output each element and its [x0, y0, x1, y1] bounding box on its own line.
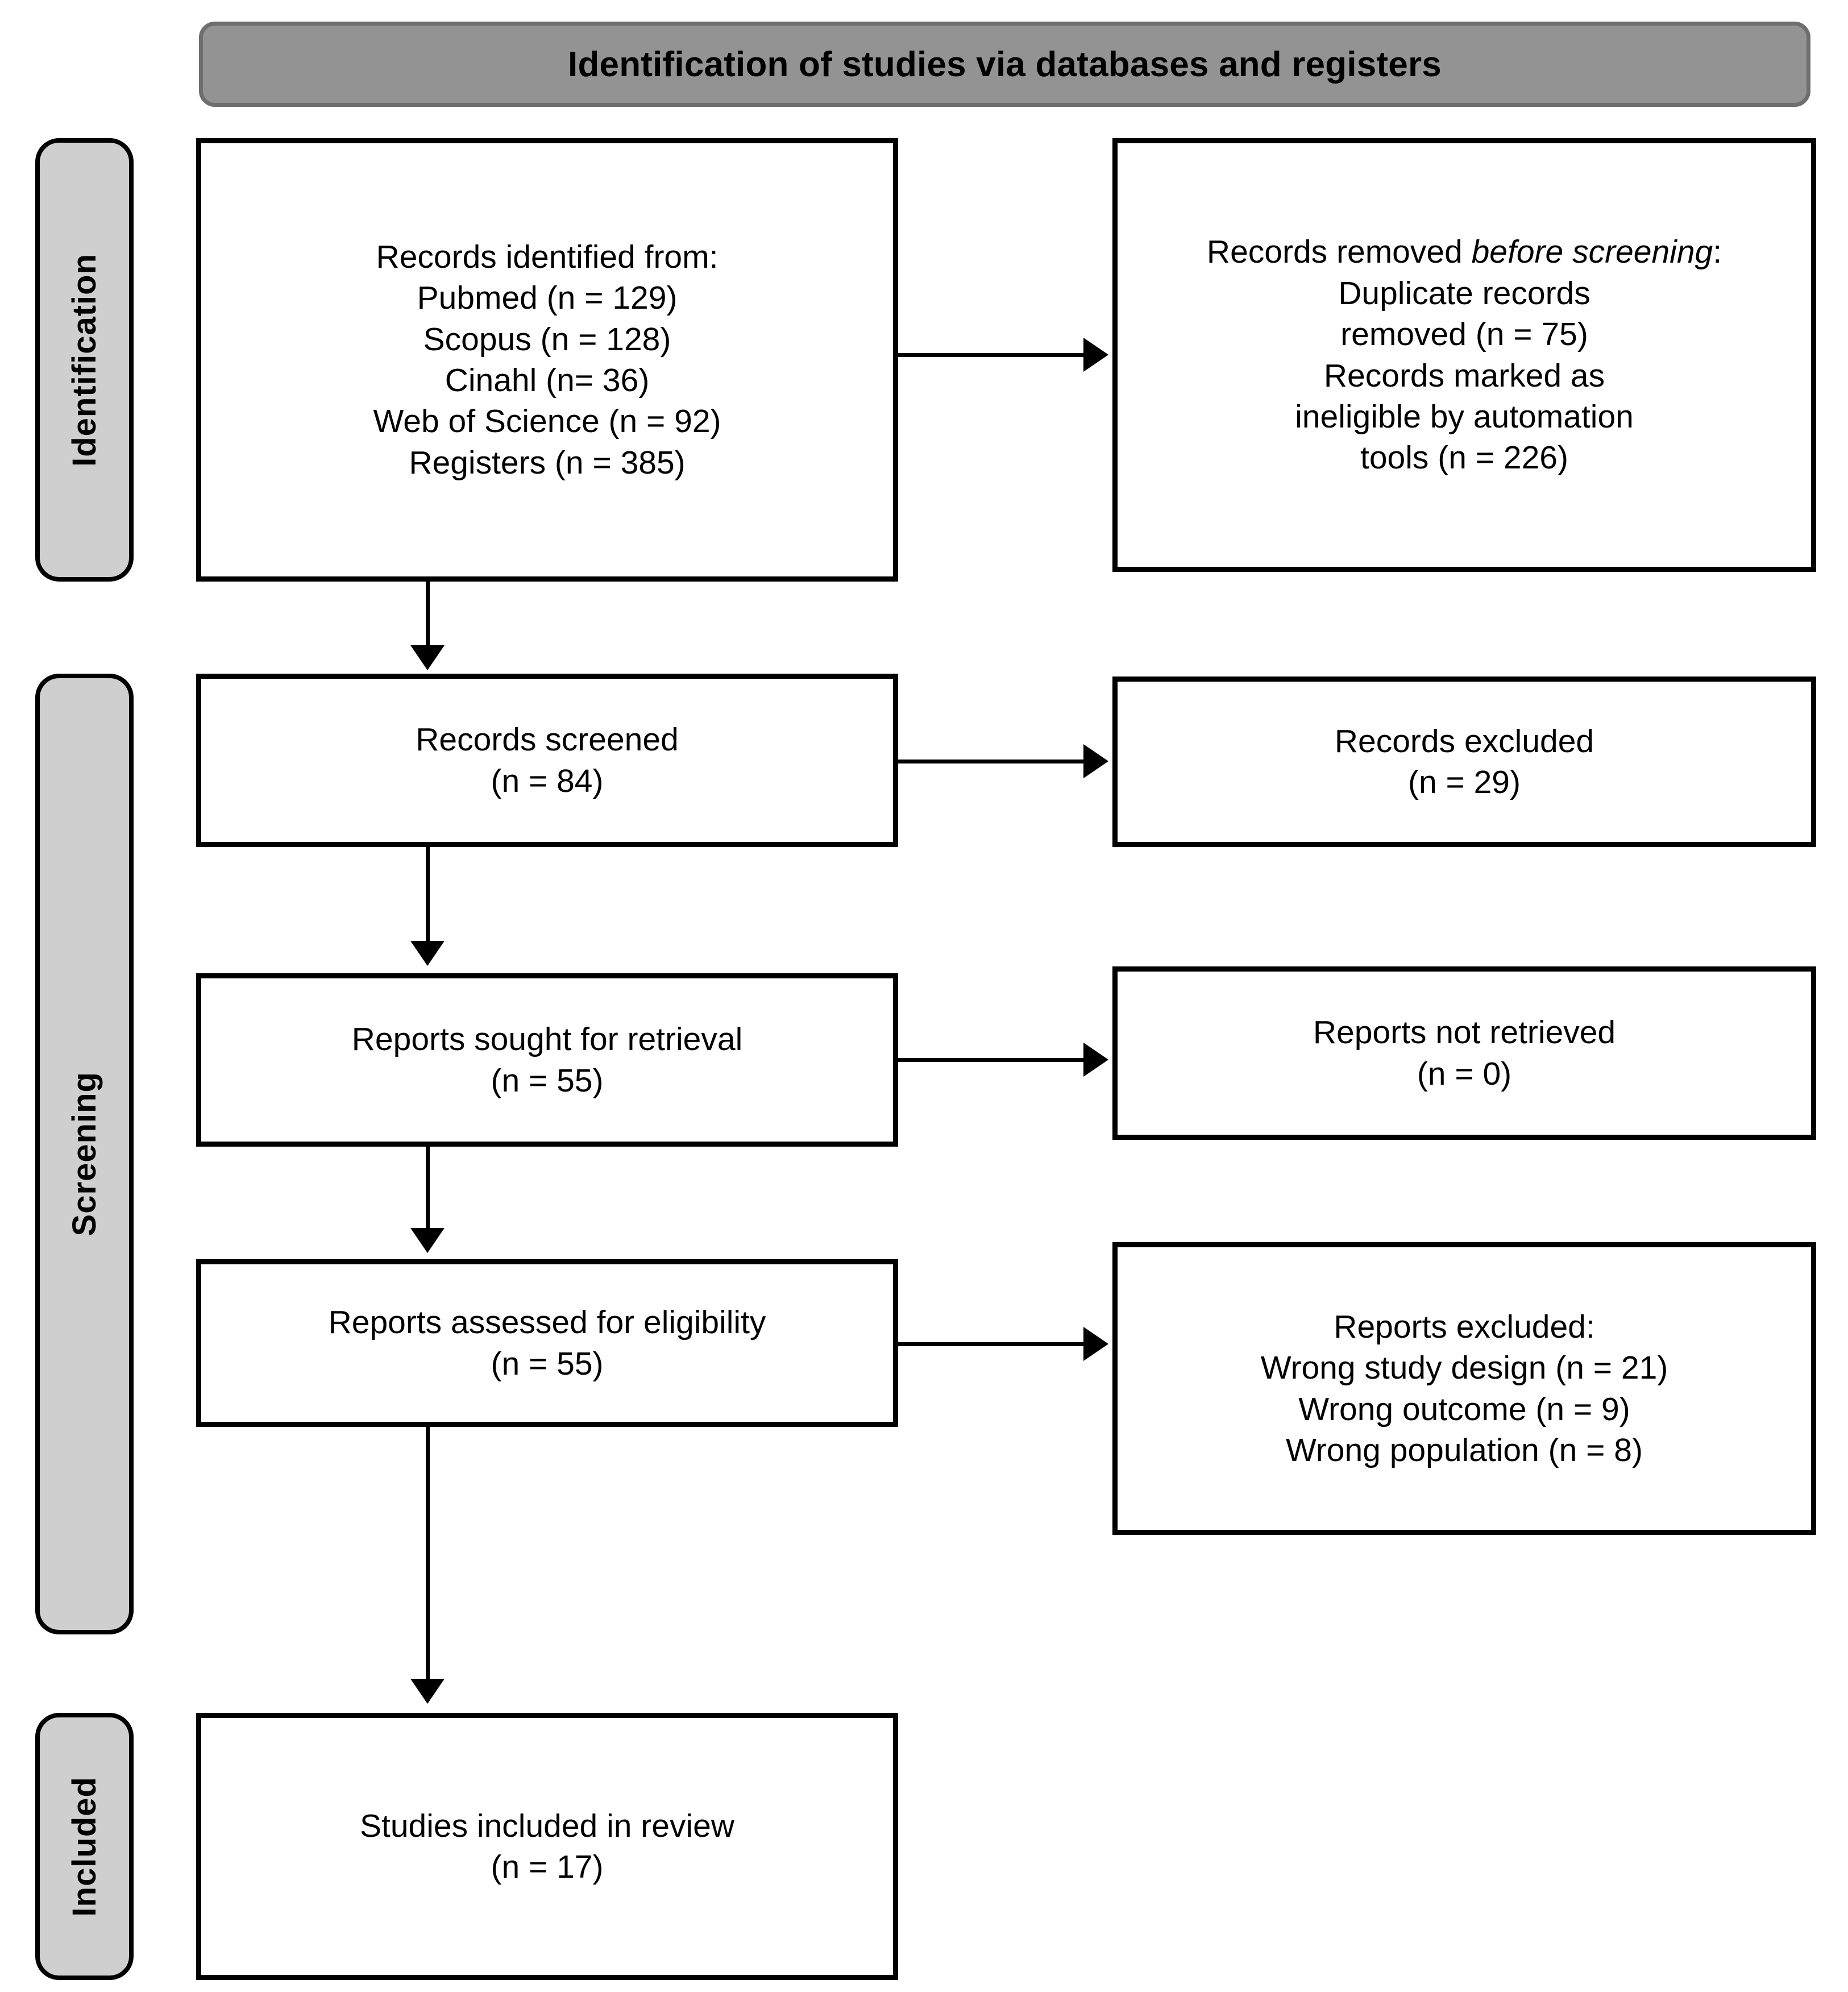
connector-identified-to-removed [898, 353, 1086, 357]
stage-label-identification-text: Identification [66, 253, 103, 467]
box-reports-sought: Reports sought for retrieval (n = 55) [196, 973, 898, 1147]
box-records-removed: Records removed before screening: Duplic… [1112, 138, 1816, 572]
box-records-removed-text: Records removed before screening: Duplic… [1207, 231, 1722, 478]
arrow-right-icon-sought-to-not-retrieved [1083, 1043, 1108, 1077]
connector-identified-to-screened [426, 582, 430, 648]
records-removed-heading-prefix: Records removed [1206, 234, 1472, 271]
connector-screened-to-sought [426, 847, 430, 942]
connector-sought-to-assessed [426, 1147, 430, 1229]
stage-label-screening-text: Screening [66, 1072, 103, 1236]
stage-label-screening: Screening [35, 674, 134, 1634]
stage-label-included-text: Included [66, 1776, 103, 1917]
box-reports-assessed-text: Reports assessed for eligibility (n = 55… [328, 1304, 766, 1382]
connector-screened-to-excluded [898, 760, 1086, 763]
stage-label-identification: Identification [35, 138, 134, 582]
box-records-screened-text: Records screened (n = 84) [416, 721, 679, 799]
box-reports-not-retrieved: Reports not retrieved (n = 0) [1112, 966, 1816, 1140]
arrow-down-icon-identified-to-screened [410, 645, 445, 670]
records-removed-heading-suffix: : [1713, 234, 1722, 271]
box-records-identified: Records identified from: Pubmed (n = 129… [196, 138, 898, 582]
arrow-down-icon-assessed-to-included [410, 1679, 445, 1704]
box-reports-excluded: Reports excluded: Wrong study design (n … [1112, 1242, 1816, 1535]
box-reports-not-retrieved-text: Reports not retrieved (n = 0) [1313, 1014, 1616, 1092]
box-reports-assessed: Reports assessed for eligibility (n = 55… [196, 1259, 898, 1427]
arrow-right-icon-identified-to-removed [1083, 338, 1108, 372]
diagram-header-banner: Identification of studies via databases … [199, 22, 1810, 107]
stage-label-included: Included [35, 1713, 134, 1980]
records-removed-body: Duplicate records removed (n = 75) Recor… [1295, 275, 1634, 476]
box-records-screened: Records screened (n = 84) [196, 674, 898, 847]
arrow-down-icon-screened-to-sought [410, 941, 445, 966]
connector-assessed-to-included [426, 1427, 430, 1680]
arrow-right-icon-screened-to-excluded [1083, 744, 1108, 778]
connector-sought-to-not-retrieved [898, 1058, 1086, 1062]
box-studies-included-text: Studies included in review (n = 17) [359, 1807, 735, 1885]
box-reports-excluded-text: Reports excluded: Wrong study design (n … [1260, 1308, 1668, 1468]
box-studies-included: Studies included in review (n = 17) [196, 1713, 898, 1980]
connector-assessed-to-excluded-reports [898, 1342, 1086, 1346]
diagram-title: Identification of studies via databases … [568, 44, 1442, 84]
box-records-identified-text: Records identified from: Pubmed (n = 129… [373, 238, 721, 481]
box-records-excluded-text: Records excluded (n = 29) [1334, 723, 1594, 800]
arrow-down-icon-sought-to-assessed [410, 1228, 445, 1253]
arrow-right-icon-assessed-to-excluded-reports [1083, 1327, 1108, 1361]
box-records-excluded: Records excluded (n = 29) [1112, 677, 1816, 847]
records-removed-heading-italic: before screening [1471, 234, 1713, 271]
box-reports-sought-text: Reports sought for retrieval (n = 55) [351, 1021, 743, 1099]
